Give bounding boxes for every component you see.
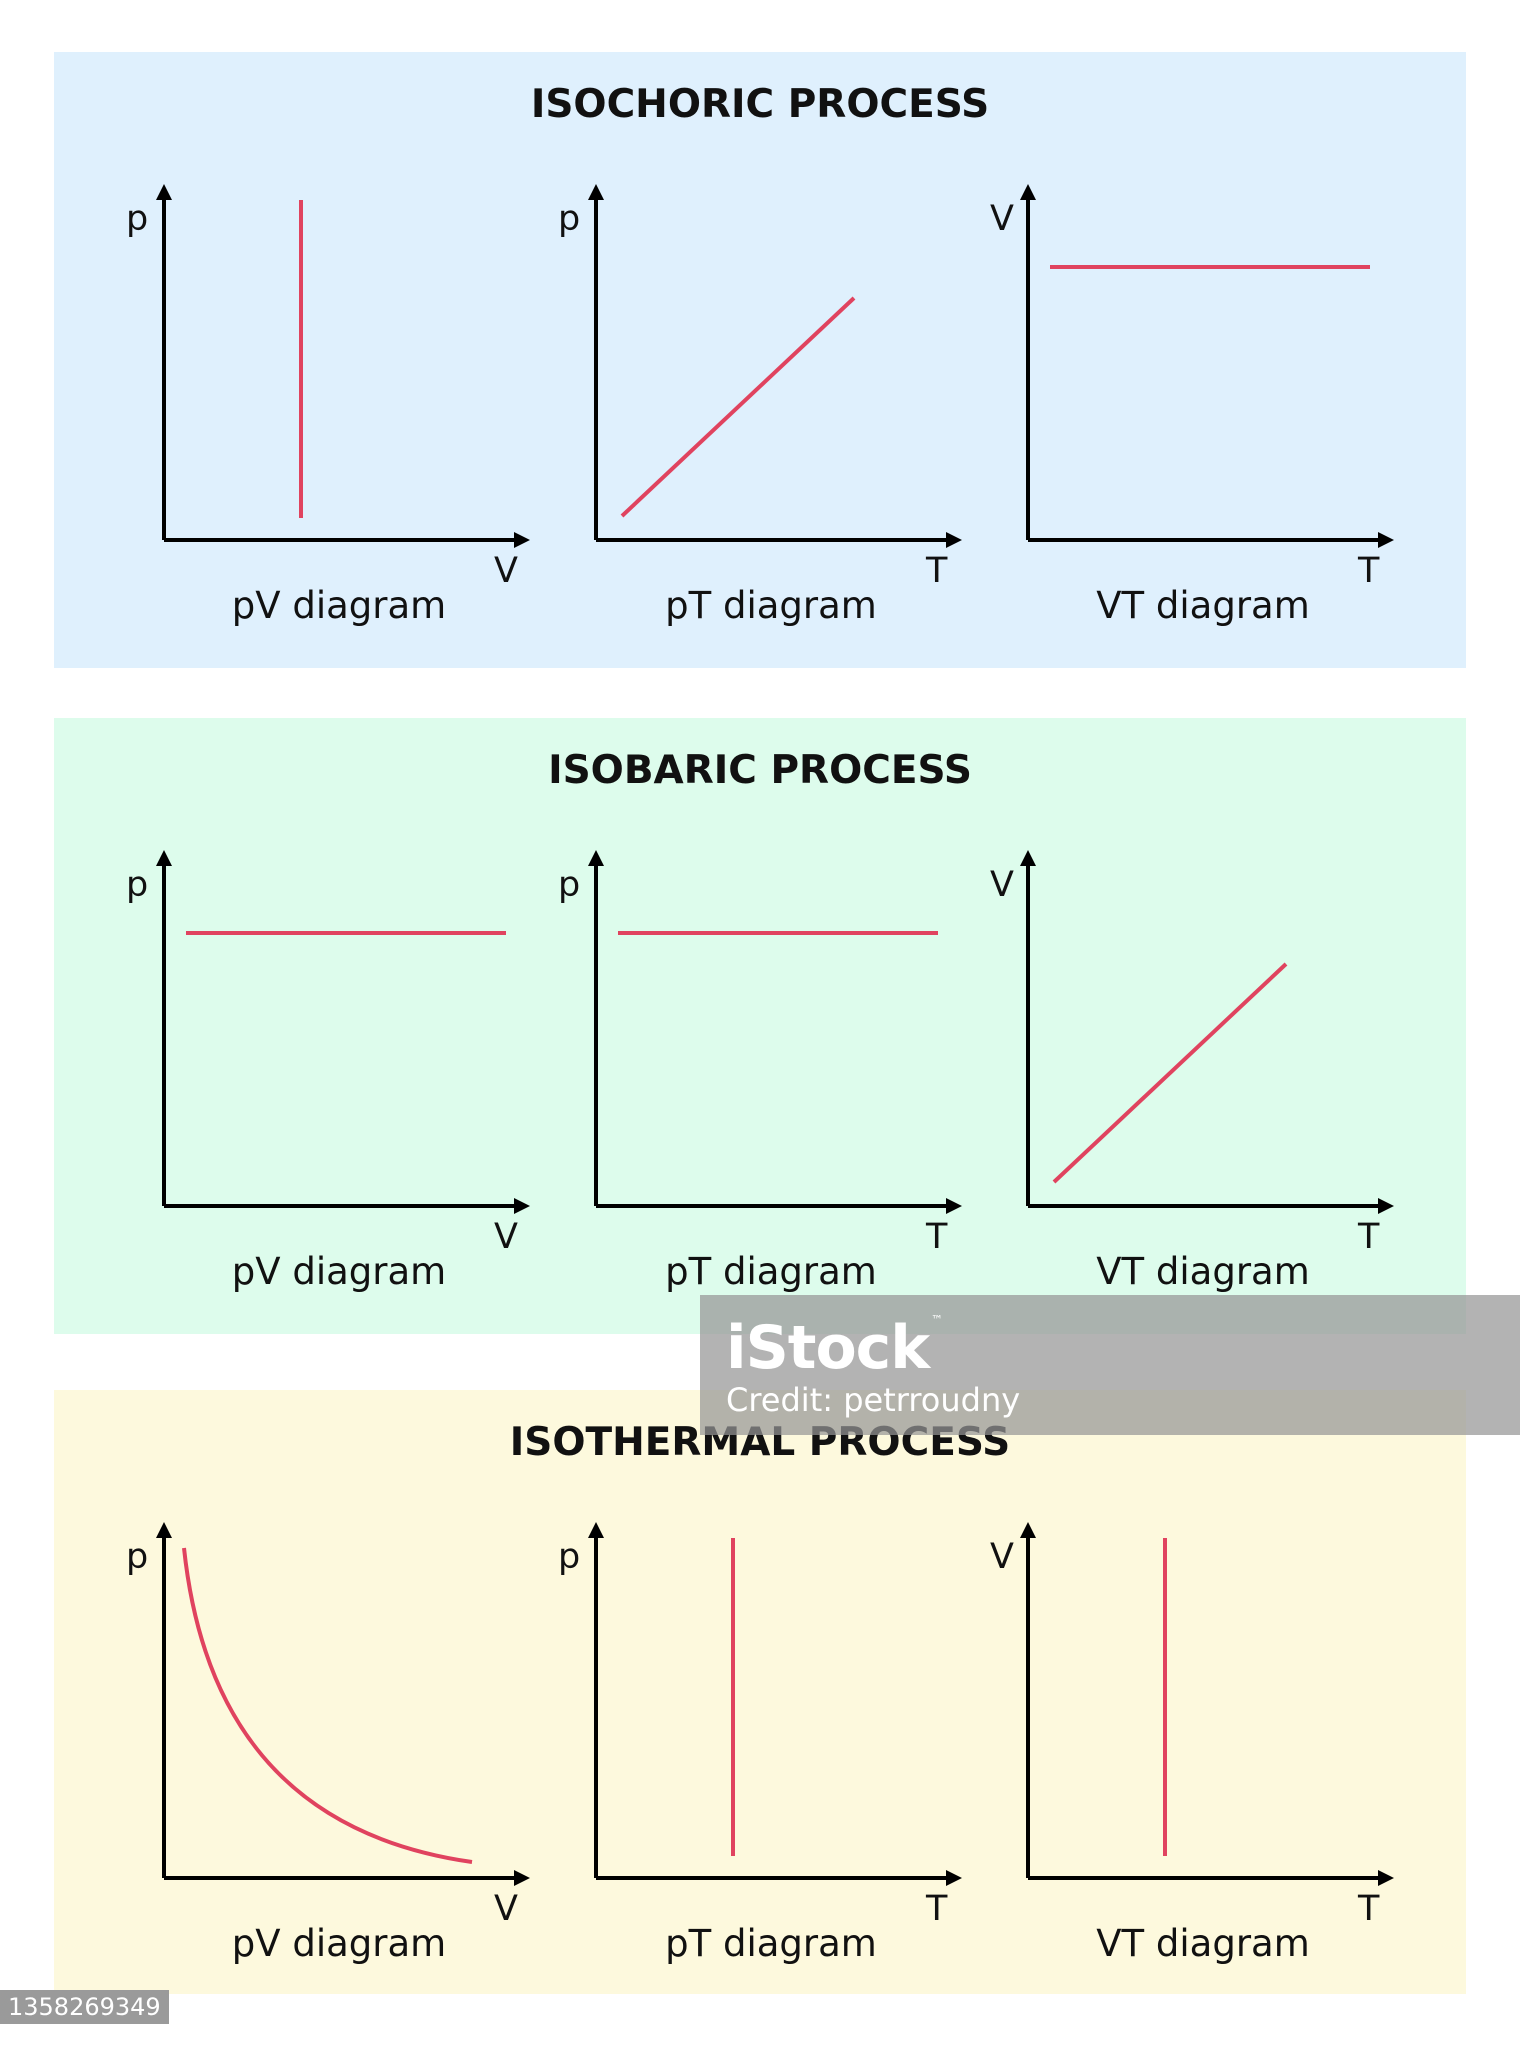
y-axis-arrow: [588, 850, 604, 866]
x-axis-label: T: [925, 1889, 948, 1929]
diagram-caption: VT diagram: [1096, 1250, 1310, 1293]
process-line: [620, 296, 856, 518]
x-axis-label: V: [494, 551, 518, 591]
diagram-caption: pV diagram: [232, 1250, 446, 1293]
y-axis-label: V: [990, 199, 1014, 239]
x-axis-arrow: [1378, 1198, 1394, 1214]
y-axis-arrow: [156, 1522, 172, 1538]
diagram-3: V T VT diagram: [990, 184, 1394, 627]
x-axis-arrow: [514, 532, 530, 548]
x-axis-arrow: [946, 532, 962, 548]
diagram-3: V T VT diagram: [990, 1522, 1394, 1965]
x-axis-arrow: [514, 1198, 530, 1214]
diagram-caption: VT diagram: [1096, 1922, 1310, 1965]
x-axis-label: T: [925, 551, 948, 591]
x-axis-arrow: [946, 1870, 962, 1886]
x-axis-label: T: [1357, 1217, 1380, 1257]
y-axis-label: p: [558, 865, 580, 905]
y-axis-label: p: [558, 1537, 580, 1577]
x-axis-arrow: [1378, 532, 1394, 548]
y-axis-label: p: [126, 865, 148, 905]
y-axis-label: p: [126, 1537, 148, 1577]
y-axis-arrow: [1020, 184, 1036, 200]
y-axis-label: p: [558, 199, 580, 239]
diagram-caption: pV diagram: [232, 1922, 446, 1965]
x-axis-label: T: [1357, 551, 1380, 591]
y-axis-label: V: [990, 1537, 1014, 1577]
x-axis-label: V: [494, 1217, 518, 1257]
panel-title: ISOBARIC PROCESS: [548, 748, 972, 793]
diagram-caption: pT diagram: [665, 584, 877, 627]
x-axis-label: T: [1357, 1889, 1380, 1929]
y-axis-arrow: [1020, 850, 1036, 866]
x-axis-arrow: [946, 1198, 962, 1214]
watermark-credit: Credit: petrroudny: [726, 1381, 1021, 1419]
y-axis-label: p: [126, 199, 148, 239]
stock-id-label: 1358269349: [0, 1990, 169, 2024]
diagram-caption: pV diagram: [232, 584, 446, 627]
y-axis-arrow: [588, 184, 604, 200]
y-axis-arrow: [1020, 1522, 1036, 1538]
diagram-3: V T VT diagram: [990, 850, 1394, 1293]
diagram-caption: pT diagram: [665, 1922, 877, 1965]
process-line: [1052, 962, 1288, 1184]
y-axis-label: V: [990, 865, 1014, 905]
diagram-caption: pT diagram: [665, 1250, 877, 1293]
process-curve: [182, 1547, 473, 1864]
panel-title: ISOCHORIC PROCESS: [530, 82, 990, 127]
x-axis-arrow: [1378, 1870, 1394, 1886]
x-axis-arrow: [514, 1870, 530, 1886]
diagram-caption: VT diagram: [1096, 584, 1310, 627]
y-axis-arrow: [156, 850, 172, 866]
y-axis-arrow: [156, 184, 172, 200]
x-axis-label: V: [494, 1889, 518, 1929]
y-axis-arrow: [588, 1522, 604, 1538]
x-axis-label: T: [925, 1217, 948, 1257]
